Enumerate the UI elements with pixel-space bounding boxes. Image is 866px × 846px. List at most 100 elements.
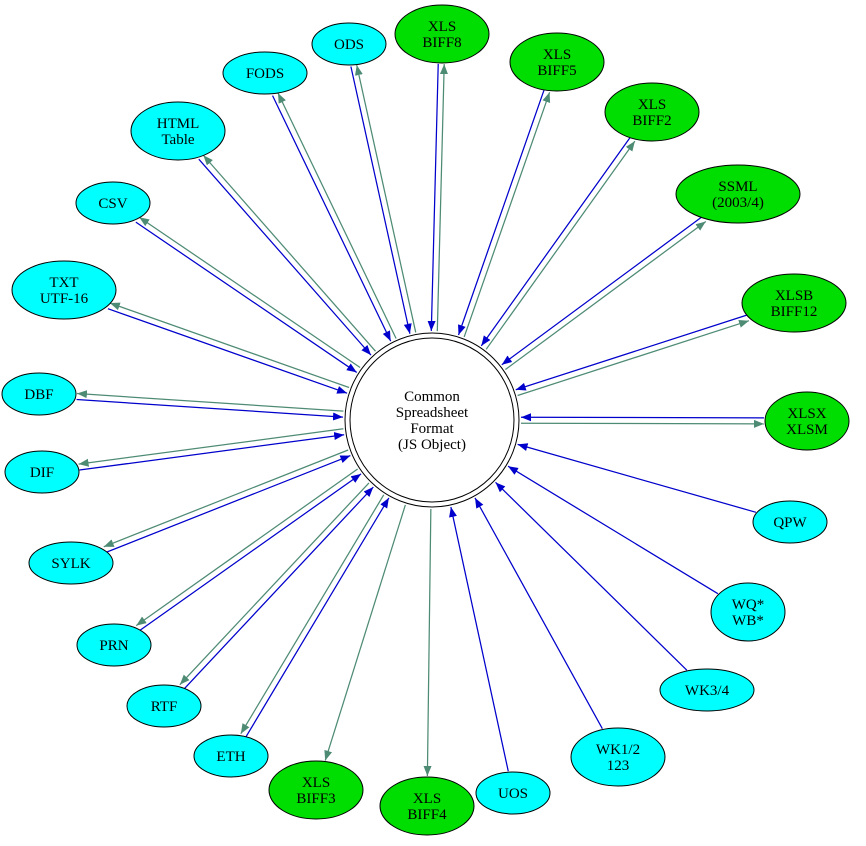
ssml-read-edge <box>501 216 703 366</box>
edges-layer <box>76 63 765 777</box>
eth-read-edge <box>245 497 390 738</box>
csv-ellipse <box>75 181 151 225</box>
ssml-label: SSML(2003/4) <box>712 179 764 211</box>
uos-read-edge <box>449 506 509 772</box>
fods-label: FODS <box>246 66 284 82</box>
xlsx-xlsm-ellipse <box>764 391 850 451</box>
sylk-label: SYLK <box>51 556 90 572</box>
xls-biff8-ellipse <box>394 4 490 64</box>
ods-label: ODS <box>334 37 364 53</box>
format-node-uos: UOS <box>475 771 551 815</box>
prn-read-edge <box>139 473 362 632</box>
wk12-123-read-edge <box>474 497 603 729</box>
wq-wb-ellipse <box>710 582 786 642</box>
qpw-read-edge <box>517 443 757 513</box>
format-node-dif: DIF <box>4 450 80 494</box>
dbf-write-edge <box>76 390 344 412</box>
wk34-label: WK3/4 <box>685 683 730 699</box>
csv-label: CSV <box>98 196 127 212</box>
xls-biff2-read-edge <box>480 137 631 347</box>
wk34-ellipse <box>659 668 755 712</box>
xlsb-biff12-write-edge <box>517 319 750 397</box>
ods-read-edge <box>350 66 412 334</box>
xls-biff8-write-edge <box>436 64 448 332</box>
xls-biff5-ellipse <box>509 32 605 92</box>
rtf-write-edge <box>179 482 370 686</box>
dbf-ellipse <box>1 372 77 416</box>
wk12-123-ellipse <box>570 727 666 787</box>
format-node-eth: ETH <box>193 734 269 778</box>
ssml-write-edge <box>505 221 707 371</box>
format-node-csv: CSV <box>75 181 151 225</box>
sylk-write-edge <box>103 449 349 548</box>
rtf-read-edge <box>183 486 374 690</box>
xls-biff8-read-edge <box>427 63 439 331</box>
dbf-label: DBF <box>24 387 53 403</box>
format-node-qpw: QPW <box>752 500 828 544</box>
ods-ellipse <box>311 22 387 66</box>
format-node-fods: FODS <box>222 51 308 95</box>
html-table-write-edge <box>202 154 376 352</box>
xls-biff3-ellipse <box>268 760 364 820</box>
xls-biff3-write-edge <box>324 504 406 761</box>
format-node-ods: ODS <box>311 22 387 66</box>
txt-utf16-write-edge <box>109 302 350 389</box>
sylk-ellipse <box>28 541 114 585</box>
xls-biff5-write-edge <box>463 92 551 338</box>
dif-ellipse <box>4 450 80 494</box>
format-node-wq-wb: WQ*WB* <box>710 582 786 642</box>
xlsx-xlsm-read-edge <box>521 413 765 422</box>
ssml-ellipse <box>675 164 801 224</box>
wk34-read-edge <box>495 481 688 671</box>
xls-biff4-ellipse <box>379 776 475 836</box>
uos-ellipse <box>475 771 551 815</box>
xls-biff2-write-edge <box>485 140 636 350</box>
prn-write-edge <box>135 468 358 627</box>
center-outer-circle <box>344 332 520 508</box>
prn-ellipse <box>76 623 152 667</box>
format-node-rtf: RTF <box>126 684 202 728</box>
xlsb-biff12-read-edge <box>515 314 748 391</box>
format-node-prn: PRN <box>76 623 152 667</box>
xls-biff4-write-edge <box>423 508 432 777</box>
html-table-ellipse <box>130 101 226 161</box>
wq-wb-label: WQ*WB* <box>732 597 765 629</box>
format-node-wk34: WK3/4 <box>659 668 755 712</box>
center-inner-circle <box>349 337 515 503</box>
dif-label: DIF <box>30 465 54 481</box>
eth-ellipse <box>193 734 269 778</box>
txt-utf16-ellipse <box>11 260 117 320</box>
fods-ellipse <box>222 51 308 95</box>
wq-wb-read-edge <box>507 465 719 595</box>
txt-utf16-read-edge <box>107 308 348 394</box>
xls-biff2-ellipse <box>604 82 700 142</box>
sylk-read-edge <box>105 454 351 553</box>
rtf-label: RTF <box>151 699 178 715</box>
csv-write-edge <box>138 216 361 368</box>
uos-label: UOS <box>498 786 528 802</box>
prn-label: PRN <box>99 638 128 654</box>
html-table-read-edge <box>198 158 372 356</box>
